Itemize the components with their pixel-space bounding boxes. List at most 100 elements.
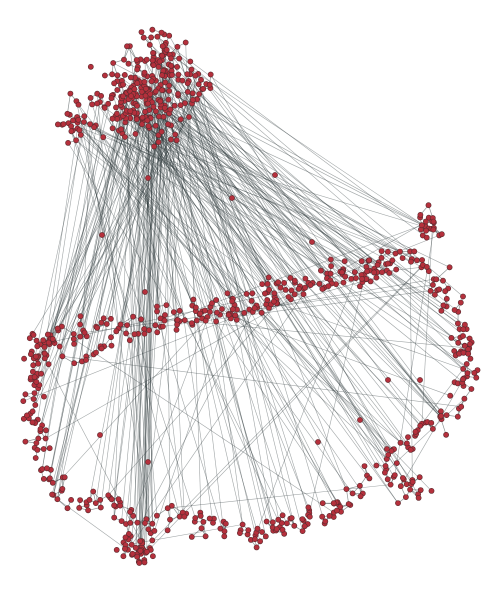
graph-node xyxy=(277,284,284,291)
graph-node xyxy=(81,119,87,125)
graph-node xyxy=(221,528,228,535)
graph-node xyxy=(165,96,172,103)
graph-node xyxy=(387,481,394,488)
long-edge xyxy=(62,320,206,478)
long-edge xyxy=(170,65,275,302)
graph-node xyxy=(142,85,149,92)
graph-node xyxy=(166,82,172,89)
graph-node xyxy=(419,257,425,263)
graph-node xyxy=(133,116,140,123)
long-edge xyxy=(118,130,250,310)
graph-node xyxy=(261,290,268,297)
graph-node xyxy=(184,89,191,95)
graph-node xyxy=(75,101,82,108)
graph-node xyxy=(109,71,115,78)
graph-node xyxy=(243,290,250,297)
graph-node xyxy=(64,110,71,117)
graph-node xyxy=(213,318,219,325)
graph-node xyxy=(141,559,148,566)
long-edge xyxy=(37,110,134,364)
graph-node xyxy=(417,422,424,429)
graph-node xyxy=(281,279,287,286)
graph-node xyxy=(385,377,391,383)
graph-node xyxy=(282,286,289,293)
graph-node xyxy=(60,121,67,127)
long-edge xyxy=(216,299,411,451)
graph-node xyxy=(438,231,445,238)
long-edge xyxy=(68,122,423,261)
long-edge xyxy=(146,103,158,307)
graph-node xyxy=(399,255,406,261)
graph-node xyxy=(61,474,68,481)
graph-node xyxy=(34,343,41,350)
graph-node xyxy=(454,413,461,420)
graph-node xyxy=(27,351,34,358)
long-edge xyxy=(157,36,247,294)
long-edge xyxy=(158,116,434,430)
graph-node xyxy=(137,538,143,544)
graph-node xyxy=(37,426,44,432)
long-edge xyxy=(197,73,341,272)
graph-node xyxy=(322,518,329,525)
graph-node xyxy=(118,518,125,524)
long-edge xyxy=(112,128,338,503)
long-edge xyxy=(79,129,459,344)
graph-node xyxy=(47,475,53,482)
graph-node xyxy=(239,521,246,528)
graph-node xyxy=(168,55,174,62)
long-edge xyxy=(187,83,235,305)
graph-node xyxy=(170,309,177,315)
graph-node xyxy=(436,286,443,293)
graph-node xyxy=(157,98,164,105)
long-edge xyxy=(146,103,411,252)
graph-node xyxy=(143,548,150,555)
graph-node xyxy=(134,102,140,109)
long-edge xyxy=(141,123,465,346)
long-edge xyxy=(155,221,433,326)
graph-node xyxy=(407,486,413,493)
graph-node xyxy=(241,309,248,316)
graph-node xyxy=(156,58,163,65)
graph-node xyxy=(225,312,232,318)
graph-node xyxy=(76,504,83,511)
graph-node xyxy=(132,130,139,137)
graph-node xyxy=(188,534,195,540)
graph-node xyxy=(114,110,120,117)
graph-node xyxy=(45,331,51,338)
graph-node xyxy=(109,125,116,132)
long-edge xyxy=(164,107,408,444)
long-edge xyxy=(120,104,472,390)
long-edge xyxy=(52,117,151,483)
graph-node xyxy=(136,560,143,566)
long-edge xyxy=(148,60,153,530)
graph-node xyxy=(460,326,467,333)
long-edge xyxy=(118,74,179,329)
graph-node xyxy=(54,325,61,332)
graph-node xyxy=(229,298,235,305)
long-edge xyxy=(421,368,464,424)
graph-node xyxy=(97,432,103,438)
graph-node xyxy=(141,79,148,85)
graph-node xyxy=(358,258,365,265)
graph-node xyxy=(438,412,444,419)
graph-node xyxy=(430,226,437,233)
graph-node xyxy=(384,248,391,255)
graph-node xyxy=(44,465,50,472)
graph-node xyxy=(99,232,105,238)
graph-node xyxy=(41,350,48,357)
graph-node xyxy=(122,534,129,541)
graph-node xyxy=(68,496,74,503)
graph-node xyxy=(68,128,75,135)
graph-node xyxy=(206,515,213,522)
graph-node xyxy=(291,277,298,284)
graph-node xyxy=(175,91,181,97)
graph-node xyxy=(379,269,385,276)
long-edge xyxy=(120,101,267,305)
long-edge xyxy=(49,92,127,479)
graph-node xyxy=(158,128,165,135)
graph-node xyxy=(30,396,37,402)
long-edge xyxy=(129,118,447,307)
long-edge xyxy=(145,100,441,418)
graph-node xyxy=(291,291,298,298)
long-edge xyxy=(113,65,172,506)
